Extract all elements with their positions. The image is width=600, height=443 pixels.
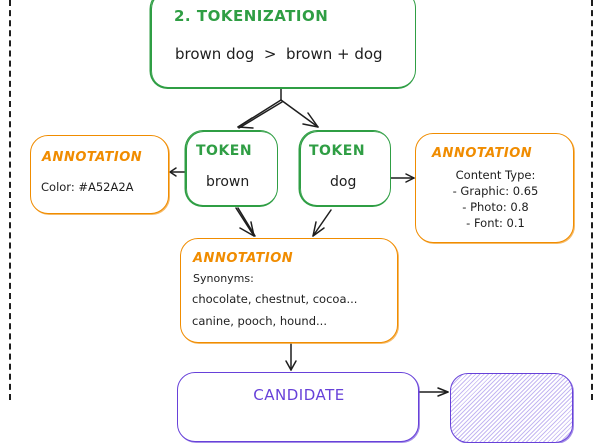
container-border-right <box>591 0 593 400</box>
connector-arrows <box>169 87 449 397</box>
token-dog-box: TOKEN dog <box>299 130 391 206</box>
content-type-photo: - Photo: 0.8 <box>462 200 529 214</box>
annotation-color-box: ANNOTATION Color: #A52A2A <box>30 135 169 214</box>
synonyms-brown: chocolate, chestnut, cocoa... <box>192 292 358 306</box>
container-border-left <box>9 0 11 400</box>
tokenization-box: 2. TOKENIZATION brown dog > brown + dog <box>150 0 416 88</box>
token-brown-value: brown <box>206 174 250 190</box>
content-type-graphic: - Graphic: 0.65 <box>452 184 539 198</box>
annotation-content-type-title: ANNOTATION <box>432 146 533 161</box>
annotation-color-text: Color: #A52A2A <box>41 180 134 194</box>
tokenization-title: 2. TOKENIZATION <box>174 7 329 25</box>
synonyms-dog: canine, pooch, hound... <box>192 314 327 328</box>
synonyms-label: Synonyms: <box>193 272 254 285</box>
content-type-font: - Font: 0.1 <box>466 216 525 230</box>
content-type-label: Content Type: <box>455 168 536 182</box>
token-brown-title: TOKEN <box>196 143 253 159</box>
annotation-synonyms-box: ANNOTATION Synonyms: chocolate, chestnut… <box>180 238 398 343</box>
token-dog-value: dog <box>330 174 357 190</box>
annotation-content-type-box: ANNOTATION Content Type: - Graphic: 0.65… <box>415 133 574 243</box>
token-brown-box: TOKEN brown <box>185 130 278 206</box>
candidate-result-box <box>450 373 573 443</box>
annotation-color-title: ANNOTATION <box>42 150 143 165</box>
candidate-box: CANDIDATE <box>177 372 419 442</box>
tokenization-text: brown dog > brown + dog <box>175 45 383 63</box>
annotation-synonyms-title: ANNOTATION <box>193 251 294 266</box>
token-dog-title: TOKEN <box>309 143 366 159</box>
candidate-title: CANDIDATE <box>253 386 345 404</box>
